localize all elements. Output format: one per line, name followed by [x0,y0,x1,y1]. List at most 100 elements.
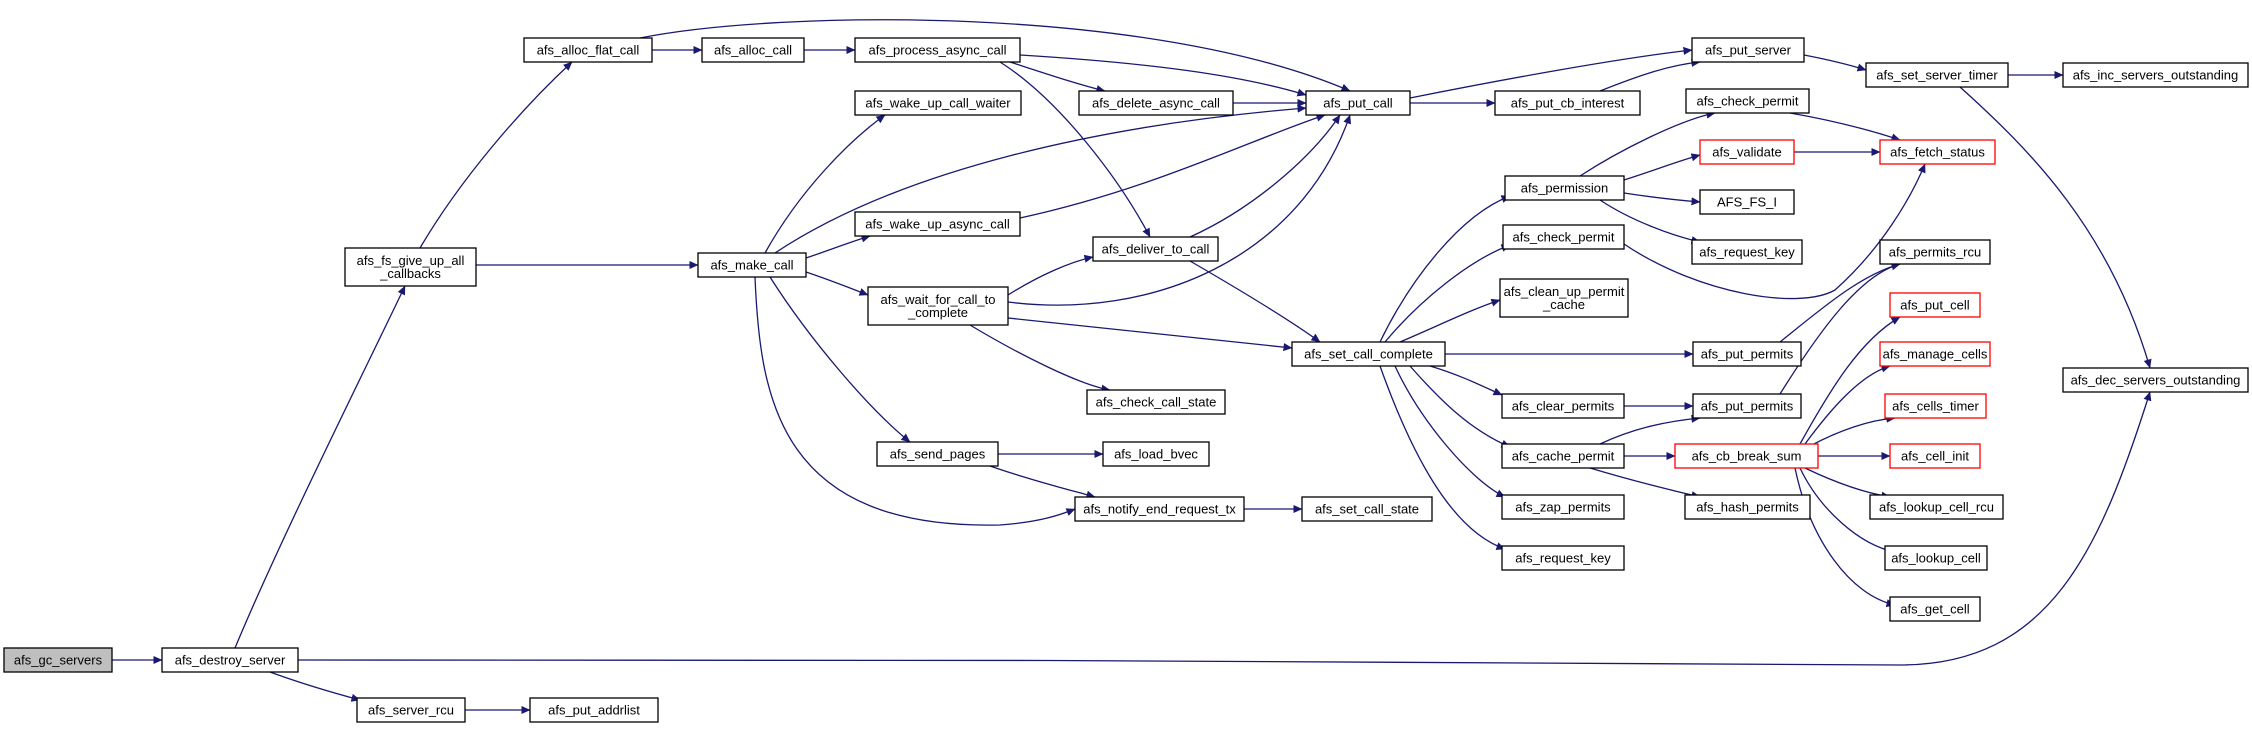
node-wake-async[interactable]: afs_wake_up_async_call [854,211,1021,237]
node-delete-async[interactable]: afs_delete_async_call [1078,90,1234,116]
node-permits-rcu[interactable]: afs_permits_rcu [1879,239,1991,265]
node-cells-timer[interactable]: afs_cells_timer [1884,393,1987,419]
node-box [356,697,466,723]
node-label: afs_hash_permits [1696,500,1799,515]
node-label: afs_clear_permits [1512,399,1615,414]
node-cell-init[interactable]: afs_cell_init [1889,443,1981,469]
node-box [1884,393,1987,419]
node-box [876,441,999,467]
node-box [1869,494,2004,520]
node-box [701,37,805,63]
node-server-rcu[interactable]: afs_server_rcu [356,697,466,723]
node-check-permit2[interactable]: afs_check_permit [1685,88,1810,114]
node-afs-fs-i[interactable]: AFS_FS_I [1699,189,1795,215]
edge-process_async-to-deliver [999,61,1151,238]
node-request-key2[interactable]: afs_request_key [1691,239,1803,265]
node-box [1879,341,1991,367]
node-destroy[interactable]: afs_destroy_server [161,647,299,673]
node-label: afs_put_server [1705,43,1792,58]
node-label: afs_send_pages [890,447,986,462]
node-box [344,247,477,287]
node-wait-for[interactable]: afs_wait_for_call_to_complete [867,286,1009,326]
node-deliver[interactable]: afs_deliver_to_call [1092,236,1219,262]
node-hash-permits[interactable]: afs_hash_permits [1684,494,1811,520]
node-manage-cells[interactable]: afs_manage_cells [1879,341,1991,367]
node-request-key1[interactable]: afs_request_key [1501,545,1625,571]
node-box [1879,239,1991,265]
node-box [1501,545,1625,571]
node-dec-outstanding[interactable]: afs_dec_servers_outstanding [2062,367,2249,393]
node-put-call[interactable]: afs_put_call [1305,90,1411,116]
node-wake-waiter[interactable]: afs_wake_up_call_waiter [854,90,1022,116]
node-label: afs_validate [1712,145,1781,160]
node-box [1092,236,1219,262]
node-label: afs_cells_timer [1892,399,1979,414]
node-alloc-call[interactable]: afs_alloc_call [701,37,805,63]
node-put-permits2[interactable]: afs_put_permits [1692,393,1802,419]
edge-cb_break_sum-to-lookup_cell_rcu [1804,467,1891,500]
node-label: afs_notify_end_request_tx [1083,502,1236,517]
node-box [1086,389,1226,415]
node-load-bvec[interactable]: afs_load_bvec [1102,441,1210,467]
node-send-pages[interactable]: afs_send_pages [876,441,999,467]
node-get-cell[interactable]: afs_get_cell [1889,596,1981,622]
node-label: afs_wait_for_call_to [881,292,996,307]
edge-make_call-to-wake_waiter [764,114,886,254]
edge-deliver-to-put_call [1189,114,1341,238]
node-box [1685,88,1810,114]
node-giveup[interactable]: afs_fs_give_up_all_callbacks [344,247,477,287]
node-label: afs_make_call [710,258,793,273]
node-validate[interactable]: afs_validate [1699,139,1795,165]
node-lookup-cell[interactable]: afs_lookup_cell [1884,545,1988,571]
edge-wake_async-to-put_call [1019,113,1326,219]
node-lookup-cell-rcu[interactable]: afs_lookup_cell_rcu [1869,494,2004,520]
node-cache-permit[interactable]: afs_cache_permit [1501,443,1625,469]
node-check-permit1[interactable]: afs_check_permit [1502,224,1625,250]
node-put-permits1[interactable]: afs_put_permits [1692,341,1802,367]
edge-layer [112,19,2152,715]
node-cb-break-sum[interactable]: afs_cb_break_sum [1674,443,1819,469]
node-set-server-timer[interactable]: afs_set_server_timer [1865,62,2009,88]
node-box [2062,62,2249,88]
node-process-async[interactable]: afs_process_async_call [854,37,1021,63]
edge-make_call-to-wake_async [805,234,871,259]
node-label: afs_cb_break_sum [1692,449,1802,464]
node-box [1305,90,1411,116]
node-put-cb-interest[interactable]: afs_put_cb_interest [1494,90,1641,116]
node-set-state[interactable]: afs_set_call_state [1301,496,1433,522]
node-set-complete[interactable]: afs_set_call_complete [1291,341,1446,367]
node-cleanup-permit[interactable]: afs_clean_up_permit_cache [1499,278,1629,318]
node-fetch-status[interactable]: afs_fetch_status [1879,139,1996,165]
edge-put_server-to-set_server_timer [1803,54,1867,72]
node-permission[interactable]: afs_permission [1504,175,1625,201]
node-box [1501,393,1625,419]
node-label: _complete [907,305,968,320]
node-box [1879,139,1996,165]
node-label: afs_manage_cells [1883,347,1988,362]
node-put-cell[interactable]: afs_put_cell [1889,292,1981,318]
node-clear-permits[interactable]: afs_clear_permits [1501,393,1625,419]
node-box [1691,37,1805,63]
node-zap-permits[interactable]: afs_zap_permits [1501,494,1625,520]
node-alloc-flat[interactable]: afs_alloc_flat_call [523,37,653,63]
edge-permission-to-check_permit2 [1579,110,1716,177]
node-put-server[interactable]: afs_put_server [1691,37,1805,63]
node-label: afs_put_addrlist [548,703,640,718]
node-box [1504,175,1625,201]
node-label: _cache [1542,297,1585,312]
node-check-state[interactable]: afs_check_call_state [1086,389,1226,415]
node-box [3,647,113,673]
node-label: afs_deliver_to_call [1102,242,1210,257]
node-label: afs_server_rcu [368,703,454,718]
node-put-addrlist[interactable]: afs_put_addrlist [529,697,659,723]
node-inc-outstanding[interactable]: afs_inc_servers_outstanding [2062,62,2249,88]
node-gc[interactable]: afs_gc_servers [3,647,113,673]
node-label: afs_put_permits [1701,399,1794,414]
node-box [1692,393,1802,419]
node-label: afs_check_call_state [1096,395,1217,410]
node-make-call[interactable]: afs_make_call [697,252,807,278]
node-box [854,37,1021,63]
node-notify-end[interactable]: afs_notify_end_request_tx [1074,496,1245,522]
node-box [1501,443,1625,469]
node-box [867,286,1009,326]
